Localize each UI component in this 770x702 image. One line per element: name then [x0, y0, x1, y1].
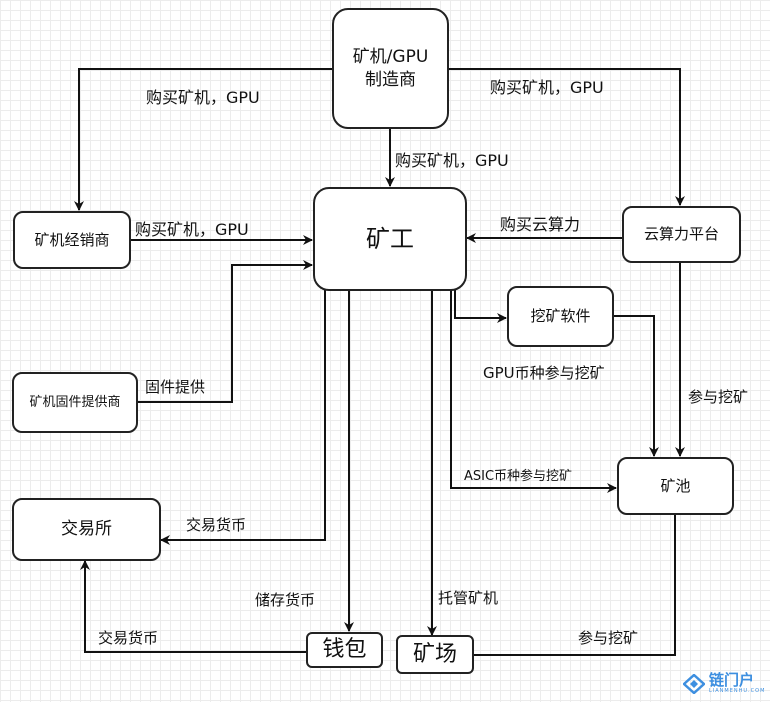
- node-exchange[interactable]: 交易所: [12, 498, 161, 561]
- edge-pool-farm: [473, 514, 676, 656]
- label-firmware: 固件提供: [145, 378, 206, 396]
- edge-software-pool: [613, 315, 659, 457]
- label-wallet-exchange: 交易货币: [98, 629, 159, 647]
- watermark-logo: 链门户 LIANMENHU.COM: [683, 673, 765, 694]
- label-buy-left: 购买矿机，GPU: [146, 88, 260, 107]
- label-buy-right: 购买矿机，GPU: [490, 78, 604, 97]
- edge-wallet-exchange: [80, 560, 306, 653]
- node-miner[interactable]: 矿工: [313, 187, 467, 291]
- node-dealer[interactable]: 矿机经销商: [13, 211, 131, 269]
- label-host-miner: 托管矿机: [438, 589, 499, 607]
- node-farm[interactable]: 矿场: [396, 635, 474, 674]
- diamond-logo-icon: [683, 673, 705, 694]
- edge-manufacturer-cloud: [448, 68, 685, 206]
- node-software[interactable]: 挖矿软件: [507, 286, 614, 347]
- label-gpu-mining: GPU币种参与挖矿: [483, 364, 605, 382]
- label-dealer-miner: 购买矿机，GPU: [135, 220, 249, 239]
- label-store-coin: 储存货币: [255, 591, 316, 609]
- node-cloud[interactable]: 云算力平台: [622, 206, 741, 263]
- node-firmware[interactable]: 矿机固件提供商: [12, 372, 138, 433]
- edge-manufacturer-dealer: [74, 68, 332, 211]
- watermark-domain: LIANMENHU.COM: [709, 688, 766, 694]
- label-buy-down: 购买矿机，GPU: [395, 151, 509, 170]
- label-farm-pool: 参与挖矿: [578, 629, 639, 647]
- node-wallet[interactable]: 钱包: [306, 632, 383, 668]
- label-cloud-pool: 参与挖矿: [688, 388, 749, 406]
- node-pool[interactable]: 矿池: [617, 457, 734, 515]
- edge-firmware-miner: [137, 260, 313, 403]
- edge-miner-software: [454, 290, 507, 323]
- edge-miner-pool-asic: [450, 290, 617, 493]
- node-manufacturer[interactable]: 矿机/GPU 制造商: [332, 8, 449, 129]
- watermark-name: 链门户: [709, 671, 755, 689]
- label-cloud-miner: 购买云算力: [500, 215, 581, 234]
- label-asic-mining: ASIC币种参与挖矿: [464, 469, 573, 484]
- edge-miner-exchange: [160, 290, 326, 545]
- label-trade-coin: 交易货币: [186, 516, 247, 534]
